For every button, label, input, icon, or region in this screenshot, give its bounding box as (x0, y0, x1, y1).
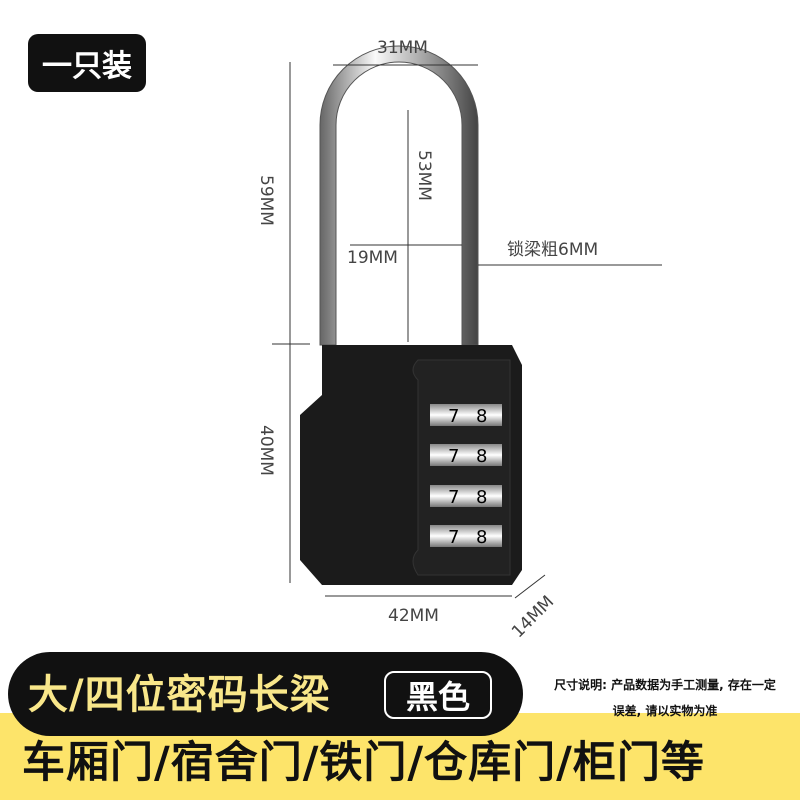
svg-text:7: 7 (448, 527, 459, 548)
svg-text:8: 8 (476, 487, 487, 508)
dim-body-width: 42MM (388, 606, 439, 626)
dimension-lines (272, 62, 662, 599)
measurement-note: 尺寸说明: 产品数据为手工测量, 存在一定误差, 请以实物为准 (554, 678, 776, 718)
svg-text:7: 7 (448, 446, 459, 467)
shackle (319, 45, 479, 346)
usage-text: 车厢门/宿舍门/铁门/仓库门/柜门等 (22, 738, 705, 788)
dim-shackle-thickness: 锁梁粗6MM (507, 240, 599, 260)
svg-text:8: 8 (476, 406, 487, 427)
dim-shackle-inner-height: 53MM (414, 150, 434, 201)
color-tag: 黑色 (384, 671, 492, 719)
dim-shackle-inner-width: 19MM (347, 248, 398, 268)
product-title: 大/四位密码长梁 (28, 672, 331, 718)
svg-text:7: 7 (448, 487, 459, 508)
title-pill (8, 652, 523, 736)
svg-text:8: 8 (476, 446, 487, 467)
dim-total-height: 59MM (256, 175, 276, 226)
quantity-badge: 一只装 (28, 34, 146, 92)
svg-text:8: 8 (476, 527, 487, 548)
svg-text:7: 7 (448, 406, 459, 427)
dim-shackle-width: 31MM (377, 38, 428, 58)
dim-body-height: 40MM (256, 425, 276, 476)
